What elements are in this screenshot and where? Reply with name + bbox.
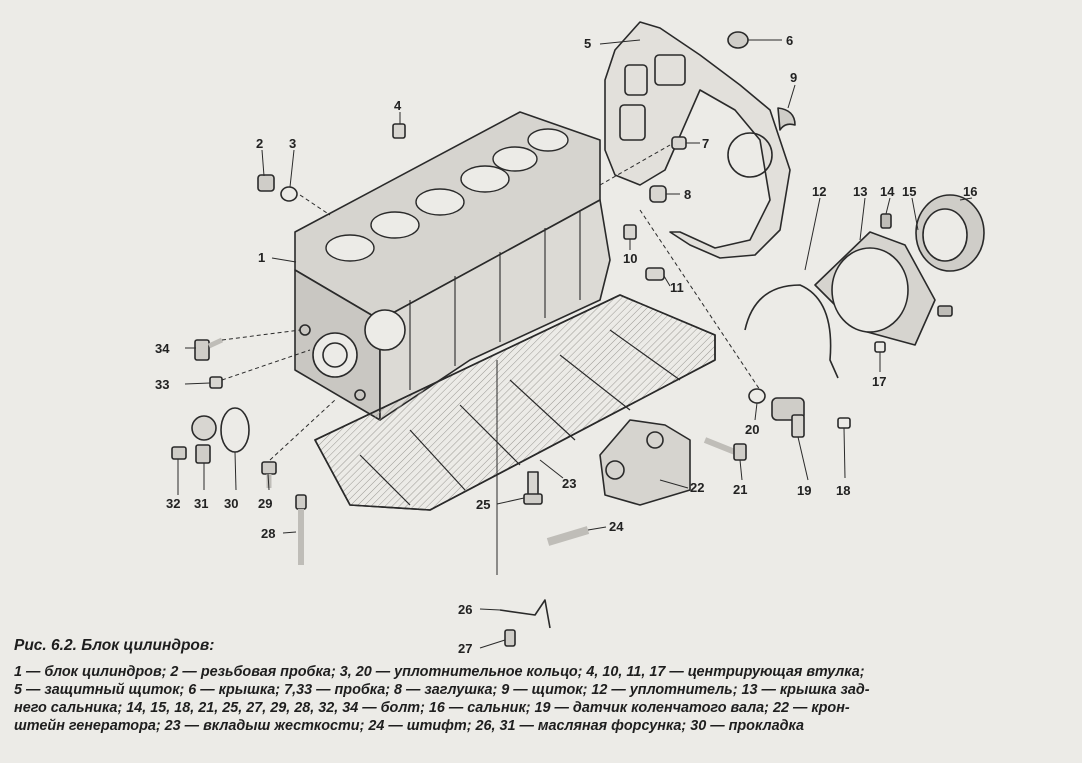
figure-title: Рис. 6.2. Блок цилиндров:: [14, 637, 215, 654]
callout-19: 19: [797, 483, 811, 498]
callout-24: 24: [609, 519, 624, 534]
callout-20: 20: [745, 422, 759, 437]
callout-30: 30: [224, 496, 238, 511]
bushing-11: [645, 267, 665, 281]
callout-1: 1: [258, 250, 265, 265]
oil-nozzle-26: [499, 599, 551, 629]
callout-11: 11: [670, 280, 684, 295]
callout-23: 23: [562, 476, 576, 491]
legend-line: него сальника; 14, 15, 18, 21, 25, 27, 2…: [14, 700, 850, 716]
dowel-pin: [546, 526, 590, 546]
legend-line: 5 — защитный щиток; 6 — крышка; 7,33 — п…: [14, 682, 870, 698]
bolt-29: [261, 461, 277, 488]
bolt-32: [171, 446, 187, 460]
callout-6: 6: [786, 33, 793, 48]
o-ring-3: [280, 186, 298, 202]
callout-10: 10: [623, 251, 637, 266]
callout-18: 18: [836, 483, 850, 498]
callout-21: 21: [733, 482, 747, 497]
callout-29: 29: [258, 496, 272, 511]
bolt-25: [523, 471, 543, 505]
callout-13: 13: [853, 184, 867, 199]
bolt-27: [504, 629, 516, 647]
callout-14: 14: [880, 184, 895, 199]
oil-seal: [915, 194, 985, 272]
callout-27: 27: [458, 641, 472, 656]
callout-22: 22: [690, 480, 704, 495]
plug-7: [671, 136, 687, 150]
rear-seal-cover: [814, 231, 936, 346]
bushing-17: [874, 341, 886, 353]
callout-28: 28: [261, 526, 275, 541]
callout-2: 2: [256, 136, 263, 151]
alternator-bracket: [599, 419, 691, 506]
callout-4: 4: [394, 98, 402, 113]
callout-3: 3: [289, 136, 296, 151]
bushing-10: [623, 224, 637, 240]
leader-lines: [177, 39, 973, 649]
callout-12: 12: [812, 184, 826, 199]
rear-seal-gasket: [744, 284, 839, 379]
protective-shield: [604, 21, 791, 259]
cylinder-block: [294, 111, 611, 421]
o-ring-20: [748, 388, 766, 404]
bolt-21: [703, 437, 747, 461]
callout-labels: 1 2 3 4 5 6 7 8 9 10 11 12 13 14 15 16 1…: [155, 33, 977, 656]
callout-7: 7: [702, 136, 709, 151]
callout-26: 26: [458, 602, 472, 617]
callout-17: 17: [872, 374, 886, 389]
threaded-plug: [257, 174, 275, 192]
small-shield: [777, 107, 796, 131]
figure-caption: Рис. 6.2. Блок цилиндров: 1 — блок цилин…: [14, 637, 1072, 735]
bolt-15: [937, 305, 953, 317]
oil-nozzle-31: [191, 415, 217, 464]
callout-9: 9: [790, 70, 797, 85]
gasket-30: [220, 407, 250, 453]
callout-16: 16: [963, 184, 977, 199]
callout-8: 8: [684, 187, 691, 202]
bolt-14: [880, 213, 892, 229]
callout-34: 34: [155, 341, 170, 356]
bolt-18: [837, 417, 851, 429]
plug-8: [649, 185, 667, 203]
bolt-34: [194, 337, 224, 361]
plug-33: [209, 376, 223, 389]
callout-5: 5: [584, 36, 591, 51]
cap-part: [727, 31, 749, 49]
crankshaft-sensor: [771, 397, 805, 438]
stiffening-insert: [314, 294, 716, 511]
callout-32: 32: [166, 496, 180, 511]
callout-31: 31: [194, 496, 208, 511]
legend-line: штейн генератора; 23 — вкладыш жесткости…: [14, 718, 804, 734]
bolt-28: [295, 494, 307, 565]
callout-33: 33: [155, 377, 169, 392]
callout-15: 15: [902, 184, 916, 199]
callout-25: 25: [476, 497, 490, 512]
bushing-4: [392, 123, 406, 139]
legend-line: 1 — блок цилиндров; 2 — резьбовая пробка…: [14, 664, 865, 680]
